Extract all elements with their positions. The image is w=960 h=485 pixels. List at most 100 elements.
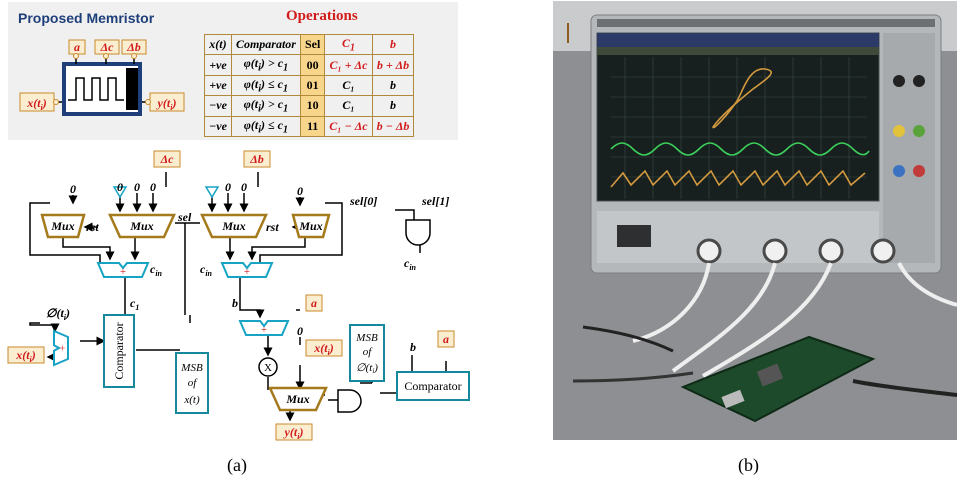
msb-x-block — [175, 352, 209, 414]
pin-x-input-label: x(ti) — [15, 348, 36, 364]
adder-c1-sign: + — [120, 266, 126, 278]
pin-y-output-label: y(ti) — [283, 425, 304, 441]
memristor-symbol: a Δc Δb x(ti) y(ti) — [19, 39, 185, 116]
mux-rst-left-label: Mux — [50, 219, 74, 233]
cin-legend-label: cin — [404, 256, 417, 272]
cell-b: b — [371, 95, 415, 117]
cell-comparator: φ(ti) > c1 — [230, 54, 301, 76]
pin-a-circuit-label: a — [311, 296, 317, 310]
mux-rst-right-label: Mux — [298, 219, 322, 233]
zero-2: 0 — [134, 180, 140, 194]
cin-left-label: cin — [150, 262, 163, 278]
cell-x: −ve — [204, 95, 232, 117]
buffer-db-icon — [204, 186, 220, 199]
cell-b: b − Δb — [371, 115, 415, 137]
adder-threshold — [238, 320, 290, 336]
cell-sel: 00 — [299, 54, 326, 76]
header-sel: Sel — [299, 33, 326, 56]
mux-b-select-label: Mux — [221, 219, 245, 233]
output-pin-label: y(ti) — [156, 96, 177, 112]
table-header-row: x(t) Comparator Sel C1 b — [204, 33, 415, 56]
lab-setup-photo — [553, 1, 957, 440]
header-c1: C1 — [324, 33, 373, 56]
msb-x-line1: MSB — [180, 362, 203, 374]
mux-b-select — [200, 213, 268, 239]
pin-a-comparator — [437, 330, 455, 348]
and-gate-legend-wires — [395, 209, 415, 220]
header-b: b — [371, 33, 415, 56]
adder-b — [220, 262, 274, 278]
cell-c1: C₁ − Δc — [324, 115, 373, 137]
zero-mux-right: 0 — [297, 184, 303, 198]
pin-db-label: Δb — [126, 40, 141, 54]
mux-c1-select — [108, 213, 176, 239]
mux-output-label: Mux — [285, 392, 309, 406]
comparator-left-block — [103, 314, 135, 388]
cell-sel: 01 — [299, 74, 326, 97]
pin-dc-circuit-label: Δc — [160, 152, 175, 166]
cell-x: +ve — [204, 54, 232, 76]
green-trace — [610, 142, 870, 156]
msb-phi-block — [349, 324, 385, 382]
header-x: x(t) — [204, 33, 232, 56]
zero-4: 0 — [225, 180, 231, 194]
rst-left-label: rst — [86, 220, 99, 234]
caption-a: (a) — [227, 455, 247, 475]
cell-b: b + Δb — [371, 54, 415, 76]
sel0-label: sel[0] — [349, 194, 377, 208]
pin-db-circuit-label: Δb — [249, 152, 264, 166]
pin-a-label: a — [74, 40, 80, 54]
zero-3: 0 — [150, 180, 156, 194]
cell-comparator: φ(ti) ≤ c1 — [230, 74, 301, 97]
zero-mux-left: 0 — [70, 182, 76, 196]
msb-x-line2: of — [188, 377, 199, 389]
cell-c1: C₁ — [324, 74, 373, 97]
b-label: b — [232, 296, 238, 310]
and-gate-legend — [405, 219, 431, 246]
cell-sel: 11 — [299, 115, 326, 137]
c1-label: c1 — [130, 296, 139, 312]
mux-rst-left — [40, 213, 86, 239]
comparator-right-label: Comparator — [404, 379, 461, 393]
pin-db-circuit — [243, 150, 271, 168]
sel-label: sel — [177, 210, 192, 224]
mux-output — [268, 386, 328, 412]
orange-trace — [610, 169, 866, 188]
pin-x-input — [7, 346, 45, 364]
and-gate-bottom — [337, 389, 362, 413]
comparator-right-block — [396, 371, 470, 401]
buffer-dc-icon — [112, 186, 128, 199]
comparator-left-label: Comparator — [112, 322, 126, 379]
b-comparator-label: b — [410, 340, 416, 354]
pin-x-mult — [305, 339, 343, 357]
input-pin-label: x(ti) — [26, 96, 47, 112]
cell-comparator: φ(ti) > c1 — [230, 95, 301, 117]
zero-1: 0 — [117, 180, 123, 194]
sel1-label: sel[1] — [421, 194, 449, 208]
operations-title: Operations — [286, 8, 358, 24]
pin-dc-label: Δc — [100, 40, 115, 54]
pin-y-output — [275, 423, 313, 441]
msb-phi-line1: MSB — [355, 332, 378, 344]
msb-phi-line3: ∅(ti) — [356, 362, 378, 375]
adder-threshold-sign: + — [261, 324, 267, 336]
adder-phi-sign: + — [57, 345, 69, 351]
header-comparator: Comparator — [230, 33, 301, 56]
legend-title: Proposed Memristor — [18, 10, 155, 26]
hysteresis-loop — [712, 68, 772, 129]
phi-label: ∅(ti) — [46, 306, 70, 322]
cell-x: −ve — [204, 115, 232, 137]
msb-phi-line2: of — [363, 346, 374, 358]
adder-c1 — [96, 262, 150, 278]
adder-b-sign: + — [244, 266, 250, 278]
rst-right-label: rst — [266, 220, 279, 234]
caption-b: (b) — [738, 455, 759, 475]
mux-c1-select-label: Mux — [129, 219, 153, 233]
cell-c1: C₁ + Δc — [324, 54, 373, 76]
zero-5: 0 — [241, 180, 247, 194]
